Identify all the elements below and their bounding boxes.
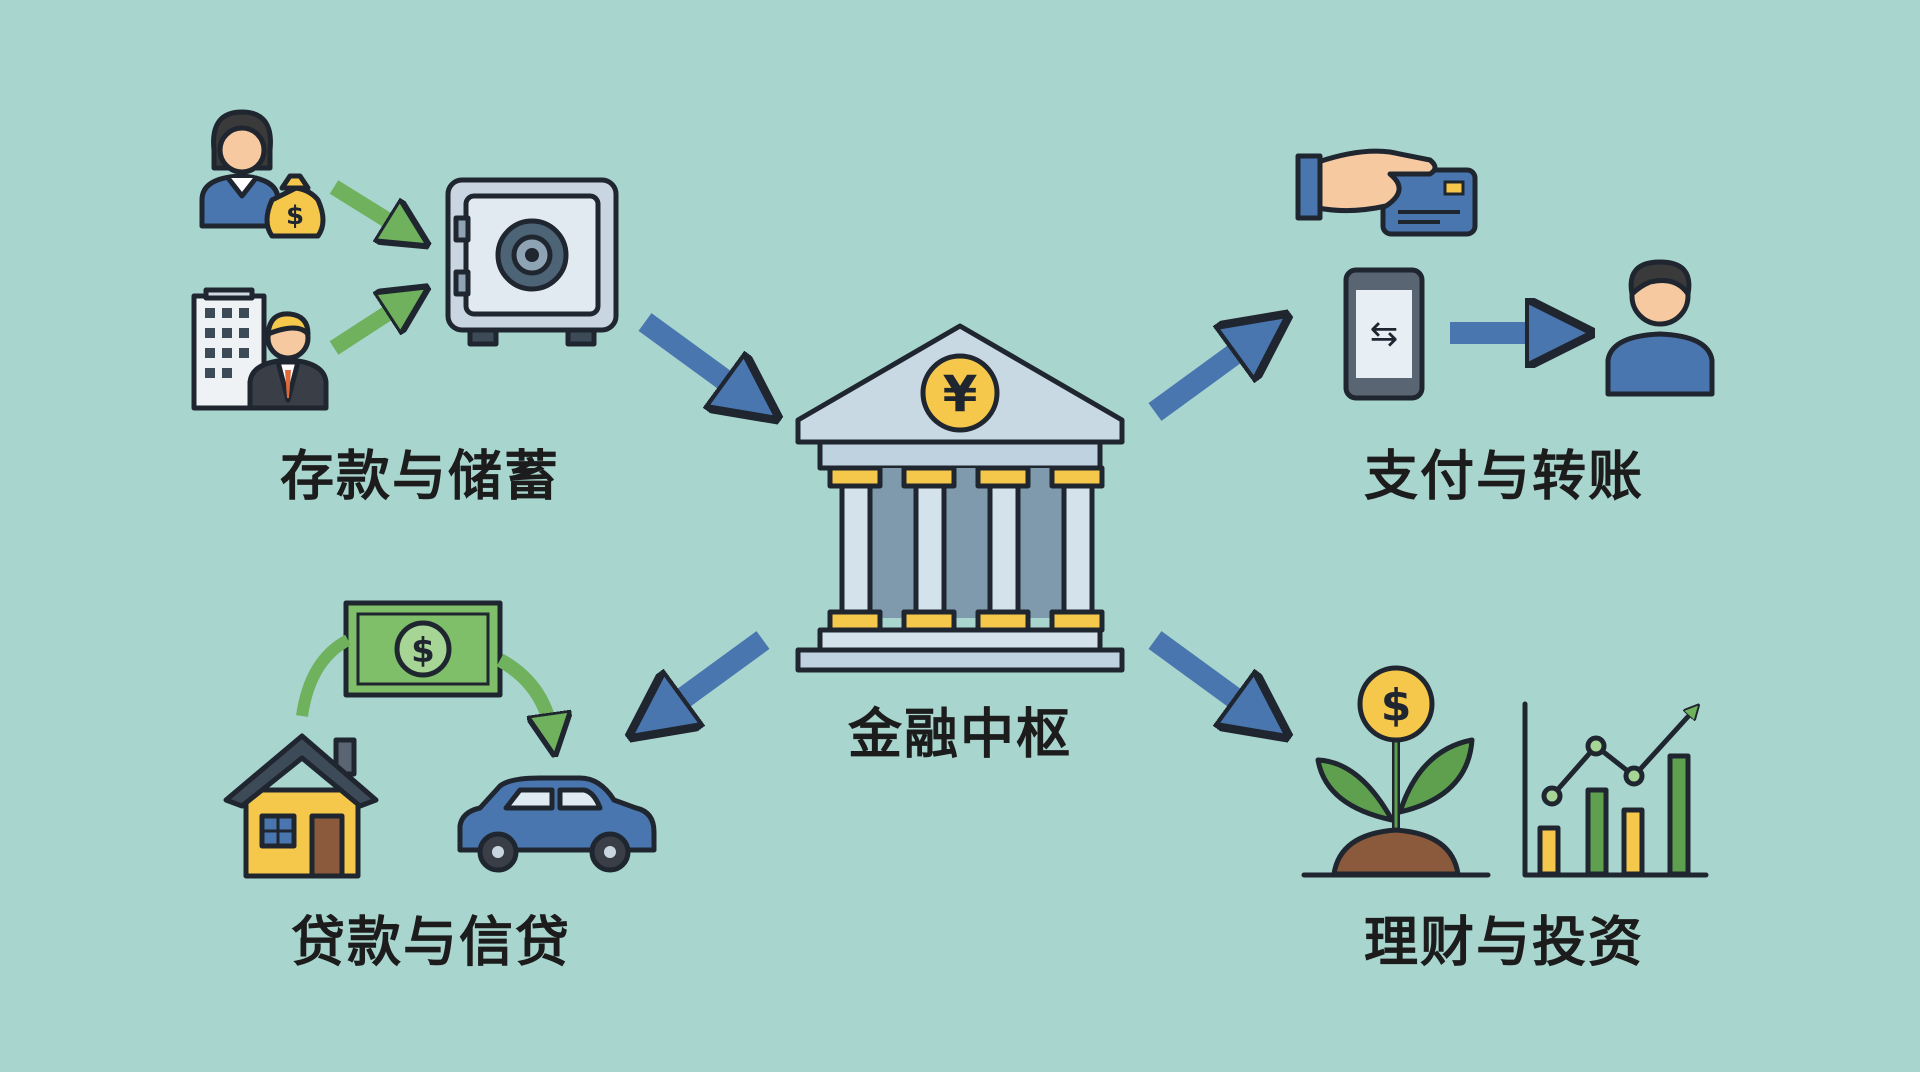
arrow-hub-to-payment <box>1148 334 1262 421</box>
house-icon <box>223 733 379 879</box>
arrow-business-to-safe <box>329 300 408 355</box>
dollar-sign: $ <box>286 201 304 231</box>
safe-icon <box>445 177 619 347</box>
dollar-sign: $ <box>411 631 435 671</box>
label-loan-credit: 贷款与信贷 <box>291 910 571 974</box>
hand-card-payment-icon <box>1295 148 1478 237</box>
money-plant-icon: $ <box>1301 665 1491 878</box>
dollar-sign: $ <box>1381 680 1412 731</box>
arrow-deposit-to-hub <box>638 313 752 400</box>
label-financial-hub: 金融中枢 <box>848 702 1072 766</box>
curved-arrow-left <box>296 634 352 717</box>
recipient-person-icon <box>1605 259 1715 397</box>
car-icon <box>457 775 657 873</box>
company-businessman-icon <box>191 287 329 411</box>
transfer-arrows-icon: ⇆ <box>1370 314 1399 354</box>
curved-arrow-right <box>496 653 552 735</box>
label-deposit-savings: 存款与储蓄 <box>280 444 560 508</box>
yuan-symbol: ¥ <box>943 365 978 423</box>
label-payment-transfer: 支付与转账 <box>1364 444 1644 508</box>
money-bill-icon: $ <box>343 600 503 698</box>
arrow-hub-to-invest <box>1148 631 1262 718</box>
bank-columns <box>827 465 1105 633</box>
arrow-person-to-safe <box>329 180 408 233</box>
woman-saver-icon: $ <box>199 109 326 239</box>
label-wealth-investment: 理财与投资 <box>1364 910 1644 974</box>
growth-chart-icon <box>1522 701 1709 878</box>
phone-transfer-icon: ⇆ <box>1343 267 1425 401</box>
yuan-coin-icon <box>920 353 1000 433</box>
arrow-hub-to-loan <box>656 631 770 718</box>
bank-icon: ¥ <box>795 323 1125 673</box>
